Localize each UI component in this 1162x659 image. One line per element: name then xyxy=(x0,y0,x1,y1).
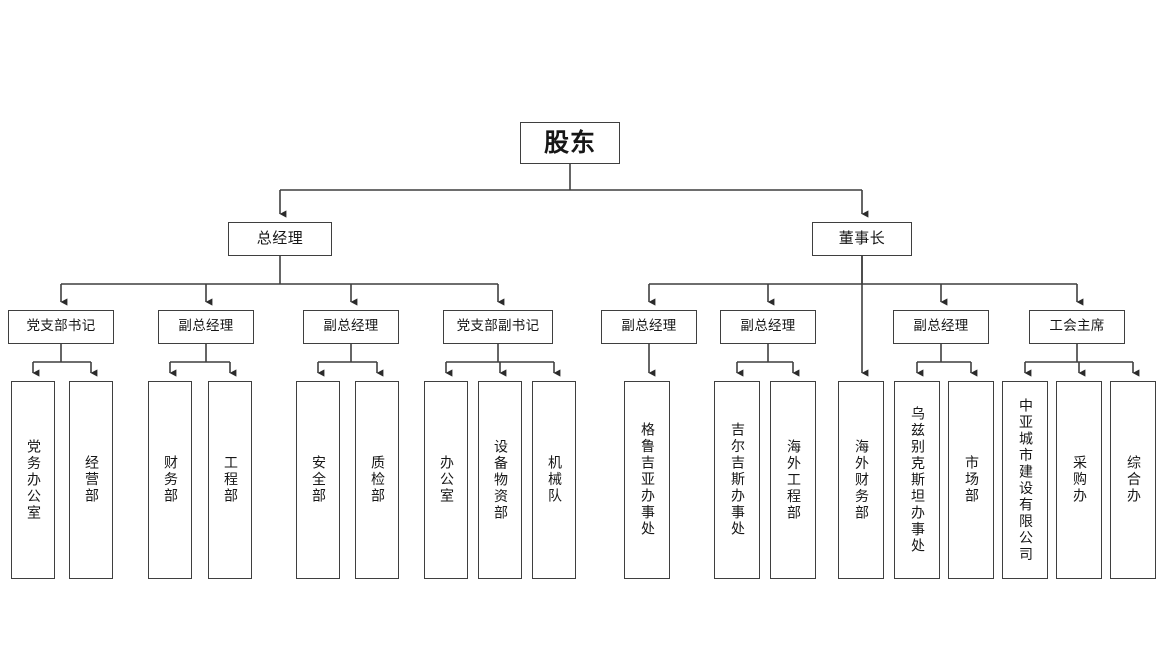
node-label: 中亚城市建设有限公司 xyxy=(1017,397,1033,563)
org-node-l4[interactable]: 工程部 xyxy=(208,381,252,579)
org-node-m7[interactable]: 副总经理 xyxy=(893,310,989,344)
node-label: 副总经理 xyxy=(621,318,677,335)
node-label: 董事长 xyxy=(838,229,886,248)
node-label: 股东 xyxy=(543,128,596,158)
node-label: 副总经理 xyxy=(913,318,969,335)
node-label: 党务办公室 xyxy=(25,438,41,522)
org-node-l1[interactable]: 党务办公室 xyxy=(11,381,55,579)
node-label: 质检部 xyxy=(369,455,385,505)
node-label: 工程部 xyxy=(222,455,238,505)
node-label: 副总经理 xyxy=(323,318,379,335)
node-label: 乌兹别克斯坦办事处 xyxy=(909,405,925,555)
org-node-m6[interactable]: 副总经理 xyxy=(720,310,816,344)
org-node-l2[interactable]: 经营部 xyxy=(69,381,113,579)
org-node-l11[interactable]: 吉尔吉斯办事处 xyxy=(714,381,760,579)
org-node-root[interactable]: 股东 xyxy=(520,122,620,164)
node-label: 办公室 xyxy=(438,455,454,505)
org-node-m5[interactable]: 副总经理 xyxy=(601,310,697,344)
node-label: 机械队 xyxy=(546,455,562,505)
org-node-m4[interactable]: 党支部副书记 xyxy=(443,310,553,344)
org-node-m8[interactable]: 工会主席 xyxy=(1029,310,1125,344)
node-label: 安全部 xyxy=(310,455,326,505)
node-label: 总经理 xyxy=(256,229,304,248)
org-node-l5[interactable]: 安全部 xyxy=(296,381,340,579)
node-label: 综合办 xyxy=(1125,455,1141,505)
node-label: 市场部 xyxy=(963,455,979,505)
org-node-gm[interactable]: 总经理 xyxy=(228,222,332,256)
org-node-l18[interactable]: 综合办 xyxy=(1110,381,1156,579)
node-label: 副总经理 xyxy=(178,318,234,335)
org-node-l10[interactable]: 格鲁吉亚办事处 xyxy=(624,381,670,579)
org-node-l9[interactable]: 机械队 xyxy=(532,381,576,579)
node-label: 财务部 xyxy=(162,455,178,505)
node-label: 海外财务部 xyxy=(853,438,869,522)
node-label: 采购办 xyxy=(1071,455,1087,505)
node-label: 副总经理 xyxy=(740,318,796,335)
org-node-chair[interactable]: 董事长 xyxy=(812,222,912,256)
org-node-l17[interactable]: 采购办 xyxy=(1056,381,1102,579)
org-node-m1[interactable]: 党支部书记 xyxy=(8,310,114,344)
org-node-l7[interactable]: 办公室 xyxy=(424,381,468,579)
org-node-l13[interactable]: 海外财务部 xyxy=(838,381,884,579)
node-label: 吉尔吉斯办事处 xyxy=(729,422,745,538)
org-node-l8[interactable]: 设备物资部 xyxy=(478,381,522,579)
node-label: 党支部副书记 xyxy=(456,318,540,335)
org-node-l12[interactable]: 海外工程部 xyxy=(770,381,816,579)
node-label: 工会主席 xyxy=(1049,318,1105,335)
node-label: 设备物资部 xyxy=(492,438,508,522)
org-node-m2[interactable]: 副总经理 xyxy=(158,310,254,344)
node-label: 经营部 xyxy=(83,455,99,505)
node-label: 格鲁吉亚办事处 xyxy=(639,422,655,538)
org-node-m3[interactable]: 副总经理 xyxy=(303,310,399,344)
org-node-l15[interactable]: 市场部 xyxy=(948,381,994,579)
org-node-l3[interactable]: 财务部 xyxy=(148,381,192,579)
org-node-l6[interactable]: 质检部 xyxy=(355,381,399,579)
node-label: 党支部书记 xyxy=(26,318,96,335)
org-node-l14[interactable]: 乌兹别克斯坦办事处 xyxy=(894,381,940,579)
org-node-l16[interactable]: 中亚城市建设有限公司 xyxy=(1002,381,1048,579)
node-label: 海外工程部 xyxy=(785,438,801,522)
